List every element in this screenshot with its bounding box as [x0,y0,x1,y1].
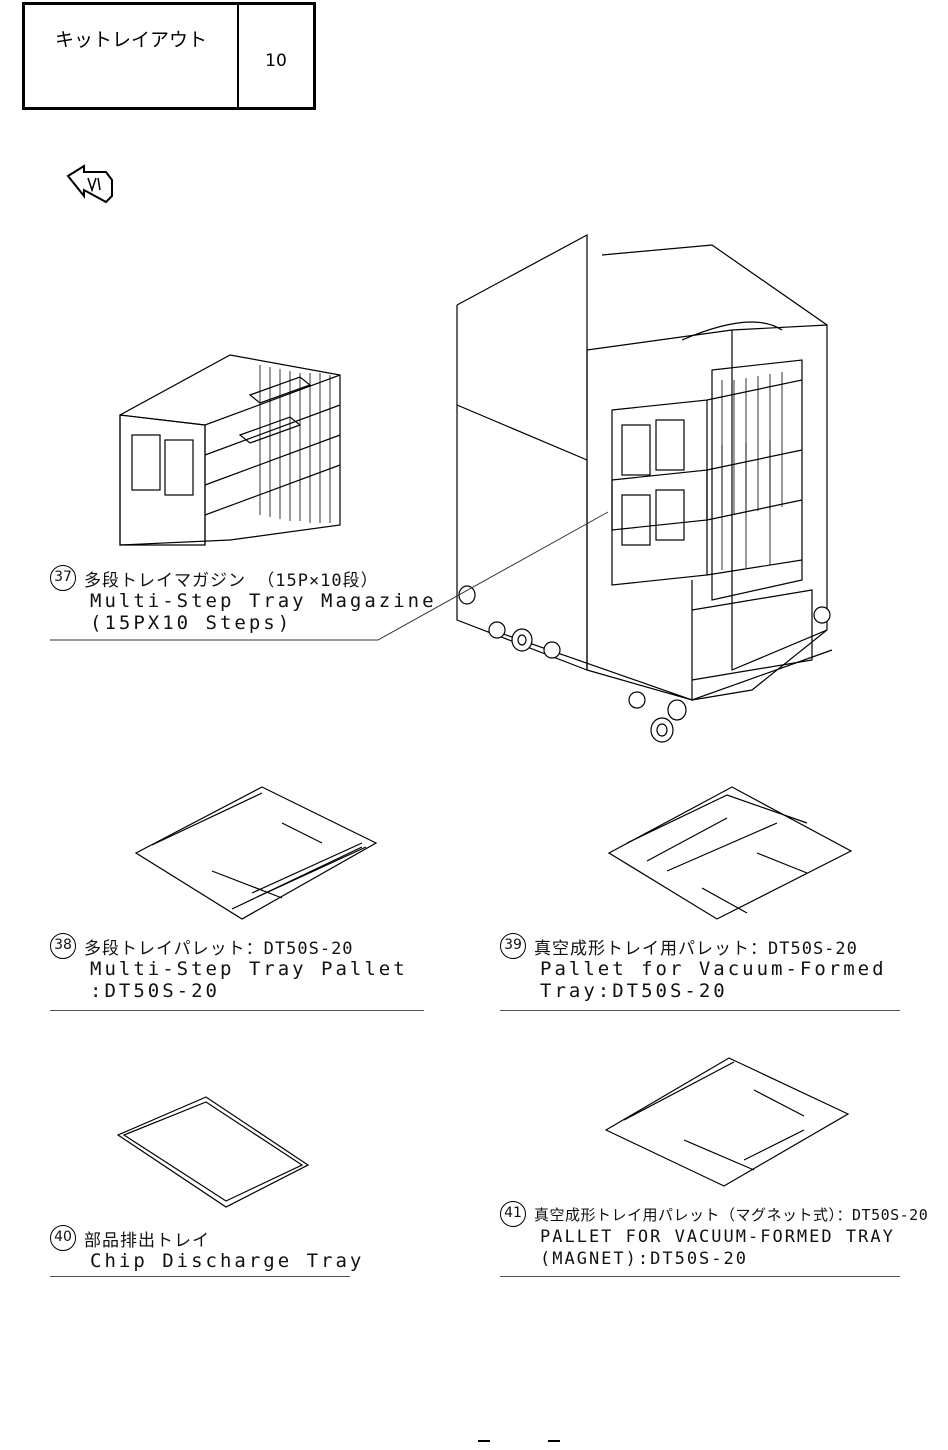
part-name-en-38-line2: :DT50S-20 [90,980,220,1002]
part-label-41: 41 真空成形トレイ用パレット（マグネット式）：DT50S-20 PALLET … [500,1201,929,1270]
header-box: キットレイアウト 10 [22,2,316,110]
machine-drawing [456,233,833,743]
part-name-en-38-line1: Multi-Step Tray Pallet [90,958,408,980]
underline-41 [500,1276,900,1277]
pallet-drawing-38 [134,786,378,920]
part-name-jp-39: 真空成形トレイ用パレット：DT50S-20 [534,938,858,959]
discharge-tray-drawing [116,1096,310,1208]
part-number-37: 37 [50,565,76,591]
footer-mark-left [478,1440,490,1442]
underline-38 [50,1010,424,1011]
arrow-fwd-icon[interactable] [66,164,116,206]
part-label-38: 38 多段トレイパレット：DT50S-20 Multi-Step Tray Pa… [50,933,408,1002]
part-name-en-40-line1: Chip Discharge Tray [90,1250,365,1272]
header-page-number: 10 [265,51,287,71]
part-name-en-37-line2: (15PX10 Steps) [90,612,293,634]
footer-mark-right [548,1440,560,1442]
pallet-drawing-41 [604,1057,850,1187]
underline-39 [500,1010,900,1011]
part-label-37: 37 多段トレイマガジン （15P×10段） Multi-Step Tray M… [50,565,437,634]
part-name-jp-38: 多段トレイパレット：DT50S-20 [84,938,354,959]
part-name-en-39-line2: Tray:DT50S-20 [540,980,728,1002]
part-name-en-41-line1: PALLET FOR VACUUM-FORMED TRAY [540,1227,895,1247]
part-name-jp-41: 真空成形トレイ用パレット（マグネット式）：DT50S-20 [534,1205,929,1224]
header-title: キットレイアウト [25,5,239,107]
part-label-39: 39 真空成形トレイ用パレット：DT50S-20 Pallet for Vacu… [500,933,887,1002]
part-number-41: 41 [500,1201,526,1227]
part-name-en-41-line2: (MAGNET):DT50S-20 [540,1249,748,1269]
part-name-en-37-line1: Multi-Step Tray Magazine [90,590,437,612]
magazine-drawing [119,354,341,546]
part-number-38: 38 [50,933,76,959]
part-name-jp-40: 部品排出トレイ [84,1230,210,1251]
part-name-en-39-line1: Pallet for Vacuum-Formed [540,958,887,980]
pallet-drawing-39 [607,786,853,920]
part-number-40: 40 [50,1225,76,1251]
part-name-jp-37: 多段トレイマガジン （15P×10段） [84,570,379,591]
part-label-40: 40 部品排出トレイ Chip Discharge Tray [50,1225,365,1272]
underline-40 [50,1276,350,1277]
part-number-39: 39 [500,933,526,959]
